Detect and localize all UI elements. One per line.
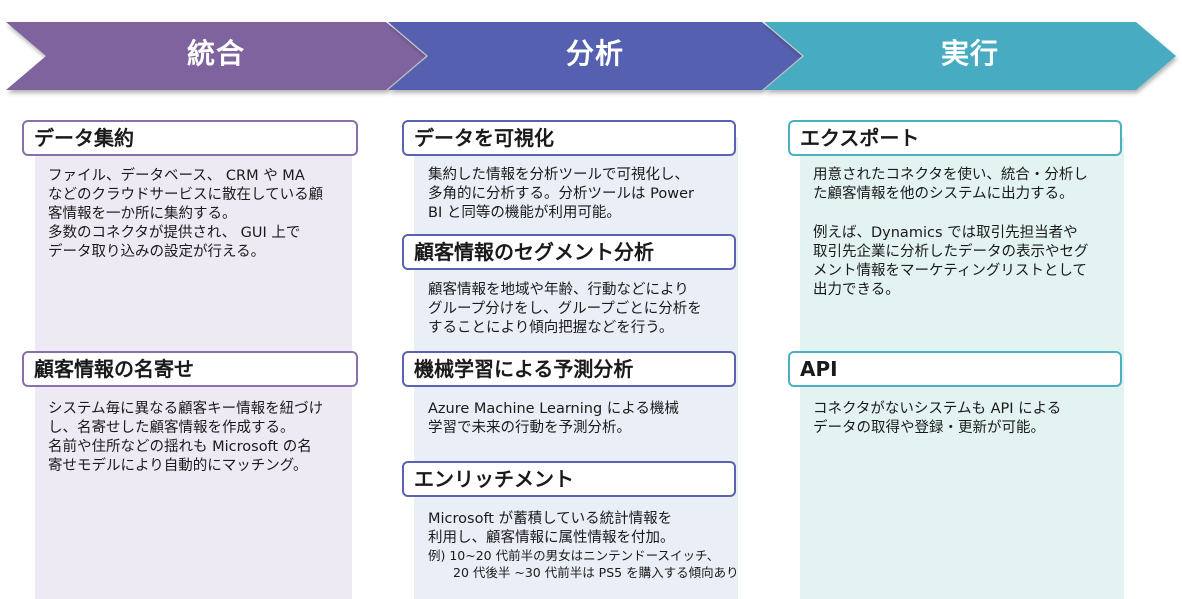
text-line: 例えば、Dynamics では取引先担当者や: [813, 225, 1078, 241]
section-title-api: API: [788, 351, 1122, 387]
export-example: 例えば、Dynamics では取引先担当者や 取引先企業に分析したデータの表示や…: [813, 224, 1089, 300]
section-title-machine-learning: 機械学習による予測分析: [402, 351, 736, 387]
section-title-export: エクスポート: [788, 120, 1122, 156]
section-title-visualization: データを可視化: [402, 120, 736, 156]
identity-resolution-description: システム毎に異なる顧客キー情報を紐づけ し、名寄せした顧客情報を作成する。 名前…: [48, 400, 323, 476]
stage-label-execute: 実行: [940, 37, 999, 70]
chevron-execute: [764, 22, 1176, 90]
text-line: 集約した情報を分析ツールで可視化し、: [428, 167, 689, 183]
api-description: コネクタがないシステムも API による データの取得や登録・更新が可能。: [813, 400, 1061, 438]
text-line: BI と同等の機能が利用可能。: [428, 205, 621, 221]
text-line: することにより傾向把握などを行う。: [428, 320, 674, 336]
enrichment-example: 例) 10~20 代前半の男女はニンテンドースイッチ、 20 代後半 ~30 代…: [428, 547, 739, 581]
machine-learning-description: Azure Machine Learning による機械 学習で未来の行動を予測…: [428, 400, 679, 438]
text-line: ファイル、データベース、 CRM や MA: [48, 168, 305, 184]
text-line: Microsoft が蓄積している統計情報を: [428, 511, 673, 527]
text-line: 学習で未来の行動を予測分析。: [428, 420, 631, 436]
text-line: 取引先企業に分析したデータの表示やセグ: [813, 244, 1089, 260]
text-line: 利用し、顧客情報に属性情報を付加。: [428, 530, 675, 546]
text-line: 多角的に分析する。分析ツールは Power: [428, 186, 694, 202]
text-line: た顧客情報を他のシステムに出力する。: [813, 186, 1074, 202]
process-chevron-bar: 統合 分析 実行: [0, 0, 1182, 100]
text-line: 用意されたコネクタを使い、統合・分析し: [813, 167, 1088, 183]
text-line: コネクタがないシステムも API による: [813, 401, 1062, 417]
text-line: システム毎に異なる顧客キー情報を紐づけ: [48, 401, 324, 417]
example-line: 例) 10~20 代前半の男女はニンテンドースイッチ、: [428, 548, 720, 563]
stage-label-integrate: 統合: [186, 37, 245, 70]
text-line: データ取り込みの設定が行える。: [48, 244, 266, 260]
chevron-integrate: [6, 22, 426, 90]
export-description: 用意されたコネクタを使い、統合・分析し た顧客情報を他のシステムに出力する。: [813, 166, 1088, 204]
section-title-enrichment: エンリッチメント: [402, 461, 736, 497]
text-line: 出力できる。: [813, 282, 900, 298]
section-title-identity-resolution: 顧客情報の名寄せ: [22, 351, 358, 387]
example-line: 20 代後半 ~30 代前半は PS5 を購入する傾向あり: [428, 565, 739, 580]
text-line: グループ分けをし、グループごとに分析を: [428, 301, 702, 317]
segmentation-description: 顧客情報を地域や年齢、行動などにより グループ分けをし、グループごとに分析を す…: [428, 281, 702, 338]
text-line: 客情報を一か所に集約する。: [48, 206, 237, 222]
text-line: などのクラウドサービスに散在している顧: [48, 187, 324, 203]
text-line: 寄せモデルにより自動的にマッチング。: [48, 458, 308, 474]
data-aggregation-description: ファイル、データベース、 CRM や MA などのクラウドサービスに散在している…: [48, 167, 323, 262]
text-line: 顧客情報を地域や年齢、行動などにより: [428, 282, 689, 298]
visualization-description: 集約した情報を分析ツールで可視化し、 多角的に分析する。分析ツールは Power…: [428, 166, 694, 223]
text-line: Azure Machine Learning による機械: [428, 401, 679, 417]
chevron-analyze: [388, 22, 802, 90]
stage-label-analyze: 分析: [565, 37, 624, 70]
chevron-shapes: [6, 22, 1176, 90]
enrichment-description: Microsoft が蓄積している統計情報を 利用し、顧客情報に属性情報を付加。: [428, 510, 675, 548]
text-line: し、名寄せした顧客情報を作成する。: [48, 420, 295, 436]
text-line: データの取得や登録・更新が可能。: [813, 420, 1045, 436]
text-line: 多数のコネクタが提供され、 GUI 上で: [48, 225, 301, 241]
section-title-data-aggregation: データ集約: [22, 120, 358, 156]
text-line: 名前や住所などの揺れも Microsoft の名: [48, 439, 312, 455]
section-title-segmentation: 顧客情報のセグメント分析: [402, 234, 736, 270]
text-line: メント情報をマーケティングリストとして: [813, 263, 1087, 279]
